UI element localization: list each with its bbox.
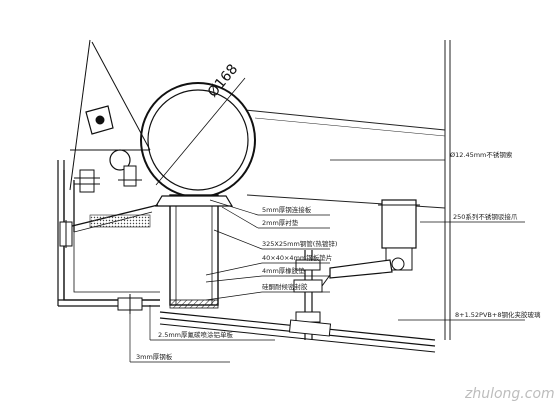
bolt-plate-bottom — [117, 294, 143, 314]
bolt-rod — [293, 250, 331, 340]
support-post — [169, 194, 219, 309]
steel-member — [244, 109, 446, 209]
watermark: zhulong.com — [464, 386, 555, 402]
leader-lines — [129, 159, 525, 363]
aluminum-panel — [57, 160, 160, 307]
glass-pane — [159, 311, 436, 353]
right-column — [444, 40, 451, 340]
bolt-plate-left — [59, 220, 73, 248]
spider-claw-fitting — [329, 199, 420, 279]
labels: Ø12.45mm不锈钢索 5mm厚钢连接板 2mm厚衬垫 325X25mm钢管(… — [136, 150, 541, 361]
label-sealant: 硅酮耐候密封胶 — [262, 282, 308, 291]
round-steel-tube — [140, 82, 256, 198]
sealant-strip — [89, 214, 151, 228]
label-cable-right: Ø12.45mm不锈钢索 — [450, 150, 513, 159]
label-tube: 325X25mm钢管(热镀锌) — [262, 239, 337, 248]
cable-hanger-assembly — [69, 39, 151, 193]
label-plate-5mm: 5mm厚钢连接板 — [262, 205, 312, 214]
label-rubber-4mm: 4mm厚橡胶垫 — [262, 266, 305, 275]
left-bracket — [63, 170, 160, 301]
label-claw-250: 250系列不锈钢驳接爪 — [453, 212, 518, 221]
label-glass: 8+1.52PVB+8钢化夹胶玻璃 — [455, 310, 541, 319]
label-plate-40x40: 40×40×4mm钢板垫片 — [262, 253, 332, 262]
label-steel-plate-3mm: 3mm厚钢板 — [136, 352, 173, 361]
connector-plate — [154, 195, 234, 207]
label-aluminum-panel: 2.5mm厚氟碳喷涂铝单板 — [158, 330, 234, 339]
label-pad-2mm: 2mm厚衬垫 — [262, 218, 299, 227]
